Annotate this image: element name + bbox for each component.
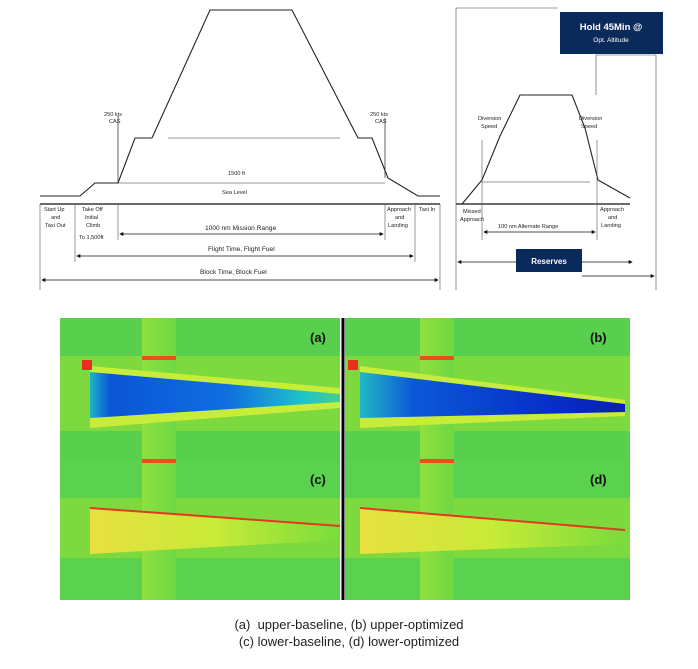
phase-dividers [39,204,441,290]
cas-label-left-2: CAS [109,119,121,125]
panel-label-d: (d) [590,472,607,487]
phase-taxi-in: Taxi In [419,207,435,213]
phase-takeoff-4: To 1,500ft [79,235,104,241]
panel-label-b: (b) [590,330,607,345]
phase-startup-1: Start Up [44,207,65,213]
phase-takeoff-3: Climb [86,223,100,229]
alternate-range-label: 100 nm Alternate Range [498,224,558,230]
missed-approach-1: Missed [463,209,481,215]
phase-approach-3: Landing [388,223,408,229]
pressure-contour-panels: (a) (b) (c) (d) [60,318,630,600]
figure-caption: (a) upper-baseline, (b) upper-optimized … [0,616,698,650]
diversion-speed-right-1: Diversion [579,116,602,122]
reserves-approach-2: and [608,215,617,221]
reserves-box: Reserves [516,249,582,272]
reserves-approach-1: Approach [600,207,624,213]
mission-profile-diagram: 250 kts CAS 250 kts CAS 1500 ft Sea Leve… [39,7,663,290]
phase-approach-1: Approach [387,207,411,213]
panel-d: (d) [345,459,630,600]
reserves-span-arrows [457,260,655,278]
cas-label-left-1: 250 kts [104,112,122,118]
panel-label-c: (c) [310,472,326,487]
flight-time-label: Flight Time, Flight Fuel [208,246,275,253]
phase-approach-2: and [395,215,404,221]
block-time-label: Block Time, Block Fuel [200,269,267,276]
diversion-speed-right-2: Speed [581,124,597,130]
reserves-box-label: Reserves [531,257,567,266]
reserves-flight-profile [456,54,656,240]
panel-a: (a) [60,318,340,459]
diversion-speed-left-2: Speed [481,124,497,130]
sea-level-label: Sea Level [222,190,247,196]
phase-startup-2: and [51,215,60,221]
diversion-speed-left-1: Diversion [478,116,501,122]
panel-c: (c) [60,459,341,600]
caption-line-1: (a) upper-baseline, (b) upper-optimized [234,617,464,632]
hold-box-line-1: Hold 45Min @ [580,22,643,33]
reserves-approach-3: Landing [601,223,621,229]
caption-line-2: (c) lower-baseline, (d) lower-optimized [238,634,460,649]
phase-startup-3: Taxi Out [45,223,66,229]
mission-flight-profile [40,9,440,205]
panel-b: (b) [345,318,630,459]
hold-box-line-2: Opt. Altitude [593,37,629,44]
panel-label-a: (a) [310,330,326,345]
mission-range-label: 1000 nm Mission Range [205,225,276,232]
phase-takeoff-2: Initial [85,215,98,221]
missed-approach-2: Approach [460,217,484,223]
reserves-section-frame [455,7,657,290]
phase-takeoff-1: Take Off [82,207,103,213]
cas-label-right-2: CAS [375,119,387,125]
cas-label-right-1: 250 kts [370,112,388,118]
hold-box: Hold 45Min @ Opt. Altitude [560,12,663,54]
altitude-label: 1500 ft [228,171,246,177]
